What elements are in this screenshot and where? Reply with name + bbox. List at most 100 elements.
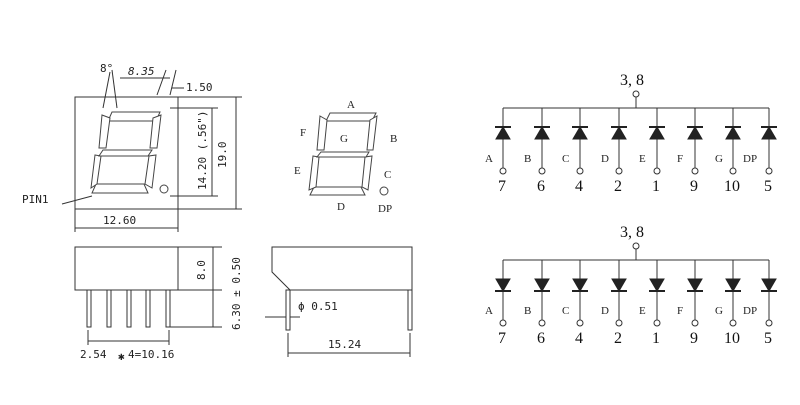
ca-pin-number: 6 xyxy=(537,178,545,195)
cc-pin-number: 9 xyxy=(690,330,698,347)
height-label: 19.0 xyxy=(216,142,229,169)
ca-segment-label: E xyxy=(639,153,646,165)
display-outline xyxy=(74,96,179,210)
front-seg-c xyxy=(144,154,157,189)
end-pin-right xyxy=(407,289,413,331)
ca-pin-number: 1 xyxy=(652,178,660,195)
pitch-mult-label: ✱ xyxy=(118,350,125,363)
cc-pin-terminal xyxy=(538,319,546,327)
ca-segment-label: C xyxy=(562,153,569,165)
ca-diode-icon xyxy=(761,126,777,140)
width-ext-1 xyxy=(156,69,167,96)
segment-map: A B C D E F G DP xyxy=(294,99,397,215)
ca-pin-terminal xyxy=(653,167,661,175)
ca-segment-label: D xyxy=(601,153,609,165)
front-seg-b xyxy=(149,114,162,149)
front-seg-d xyxy=(91,183,149,194)
cc-pin-number: 4 xyxy=(575,330,583,347)
cc-diode-icon xyxy=(761,278,777,292)
cc-segment-label: G xyxy=(715,305,723,317)
cc-pin-terminal xyxy=(729,319,737,327)
ca-segment-label: F xyxy=(677,153,683,165)
cc-diode-icon xyxy=(495,278,511,292)
ca-pin-terminal xyxy=(615,167,623,175)
ca-pin-number: 10 xyxy=(724,178,740,195)
map-label-b: B xyxy=(390,133,397,145)
side-pin xyxy=(165,289,171,328)
ca-pin-number: 2 xyxy=(614,178,622,195)
cc-pin-number: 5 xyxy=(764,330,772,347)
cc-pin-terminal xyxy=(653,319,661,327)
front-seg-f xyxy=(98,114,111,149)
map-seg-a xyxy=(325,112,377,122)
angle-line-2 xyxy=(111,69,118,109)
width-ext-2 xyxy=(169,69,177,96)
end-pin-left xyxy=(285,289,291,331)
depth-label: 15.24 xyxy=(328,338,361,351)
ca-pin-number: 9 xyxy=(690,178,698,195)
side-pin xyxy=(106,289,112,328)
front-seg-e xyxy=(90,154,102,190)
cc-pin-terminal xyxy=(576,319,584,327)
ca-diode-icon xyxy=(687,126,703,140)
map-seg-d xyxy=(309,186,366,196)
side-view: 8.0 6.30 ± 0.50 2.54 ✱ 4=10.16 xyxy=(74,246,243,363)
pitch-total-label: 4=10.16 xyxy=(128,348,174,361)
cc-diode-icon xyxy=(649,278,665,292)
side-body xyxy=(74,246,179,291)
ca-diode-icon xyxy=(611,126,627,140)
front-seg-dp xyxy=(159,184,169,194)
side-pin xyxy=(145,289,151,328)
cc-pin-number: 7 xyxy=(498,330,506,347)
map-label-c: C xyxy=(384,169,391,181)
ca-pin-number: 5 xyxy=(764,178,772,195)
front-digit xyxy=(90,111,169,194)
map-label-f: F xyxy=(300,127,306,139)
cc-diode-icon xyxy=(572,278,588,292)
map-seg-f xyxy=(316,115,328,151)
map-label-a: A xyxy=(347,99,355,111)
seg-thickness-label: 1.50 xyxy=(186,81,213,94)
ca-pin-terminal xyxy=(691,167,699,175)
cc-segment-label: B xyxy=(524,305,531,317)
pin1-label: PIN1 xyxy=(22,193,49,206)
ca-segment-label: G xyxy=(715,153,723,165)
pin-length-label: 6.30 ± 0.50 xyxy=(230,257,243,330)
ca-segment-label: B xyxy=(524,153,531,165)
front-seg-a xyxy=(107,111,161,122)
segment-width-label: 8.35 xyxy=(128,65,155,78)
cc-segment-label: C xyxy=(562,305,569,317)
cc-pin-number: 10 xyxy=(724,330,740,347)
cc-common-terminal xyxy=(632,242,640,250)
ca-pin-number: 7 xyxy=(498,178,506,195)
ca-diode-icon xyxy=(649,126,665,140)
map-label-g: G xyxy=(340,133,348,145)
cc-pin-terminal xyxy=(765,319,773,327)
pin-pitch-label: 2.54 xyxy=(80,348,107,361)
side-pin xyxy=(126,289,132,328)
front-seg-g xyxy=(98,149,153,157)
char-height-label: 14.20 (.56") xyxy=(196,111,209,190)
cc-pin-number: 1 xyxy=(652,330,660,347)
cc-segment-label: A xyxy=(485,305,493,317)
cc-diode-icon xyxy=(611,278,627,292)
ca-pin-terminal xyxy=(499,167,507,175)
cc-pin-terminal xyxy=(691,319,699,327)
cc-diode-icon xyxy=(687,278,703,292)
cc-pin-number: 2 xyxy=(614,330,622,347)
angle-label: 8° xyxy=(100,62,113,75)
cc-pin-number: 6 xyxy=(537,330,545,347)
map-seg-g xyxy=(315,151,370,158)
pin-diameter-label: ϕ 0.51 xyxy=(298,300,338,313)
body-height-label: 8.0 xyxy=(195,260,208,280)
angle-line-1 xyxy=(102,71,111,109)
ca-pin-terminal xyxy=(538,167,546,175)
front-view: 8° 8.35 1.50 19.0 14.20 (.56") 12.60 PIN… xyxy=(22,62,242,232)
cc-segment-label: DP xyxy=(743,305,757,317)
ca-pin-terminal xyxy=(765,167,773,175)
cc-diode-icon xyxy=(725,278,741,292)
ca-pin-terminal xyxy=(729,167,737,175)
